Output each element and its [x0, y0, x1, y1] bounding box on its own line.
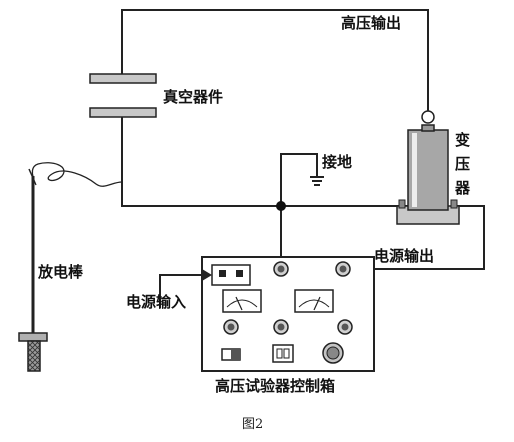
vacuum-to-node-wire	[121, 113, 410, 207]
discharge-rod-guard	[18, 332, 48, 342]
knob-left	[223, 319, 239, 335]
button-panel	[272, 344, 294, 363]
vacuum-device-label: 真空器件	[163, 88, 223, 106]
knob-right	[337, 319, 353, 335]
meter-right	[294, 289, 334, 313]
transformer-neck	[421, 124, 435, 132]
regulator-knob	[322, 342, 344, 364]
discharge-rod	[18, 162, 123, 372]
hv-terminal	[273, 261, 289, 277]
discharge-rod-cable	[31, 162, 123, 187]
transformer	[396, 110, 460, 225]
junction-node	[276, 201, 286, 211]
vacuum-device	[89, 73, 157, 118]
knob-center	[273, 319, 289, 335]
hv-output-wire	[121, 9, 429, 112]
transformer-terminal	[421, 110, 435, 124]
ground-wire	[280, 153, 318, 206]
power-output-terminal	[335, 261, 351, 277]
discharge-rod-label: 放电棒	[37, 263, 84, 281]
power-input-arrow	[159, 269, 212, 308]
power-input-socket	[211, 264, 251, 286]
figure-caption: 图2	[242, 417, 263, 432]
power-output-wire	[348, 205, 485, 270]
hv-output-label: 高压输出	[341, 14, 401, 32]
vacuum-plate-bottom	[89, 107, 157, 118]
control-box	[201, 256, 375, 372]
transformer-label-1: 变	[455, 131, 470, 149]
wiring	[121, 9, 485, 270]
transformer-label-2: 压	[455, 155, 470, 173]
power-output-label: 电源输出	[374, 247, 434, 265]
ground-label: 接地	[322, 153, 352, 171]
control-box-label: 高压试验器控制箱	[215, 377, 335, 395]
ground-symbol	[310, 176, 324, 186]
transformer-label-3: 器	[454, 179, 471, 197]
discharge-rod-handle	[27, 340, 41, 372]
power-switch	[221, 348, 241, 361]
vacuum-plate-top	[89, 73, 157, 84]
meter-left	[222, 289, 262, 313]
power-input-label: 电源输入	[126, 293, 186, 311]
